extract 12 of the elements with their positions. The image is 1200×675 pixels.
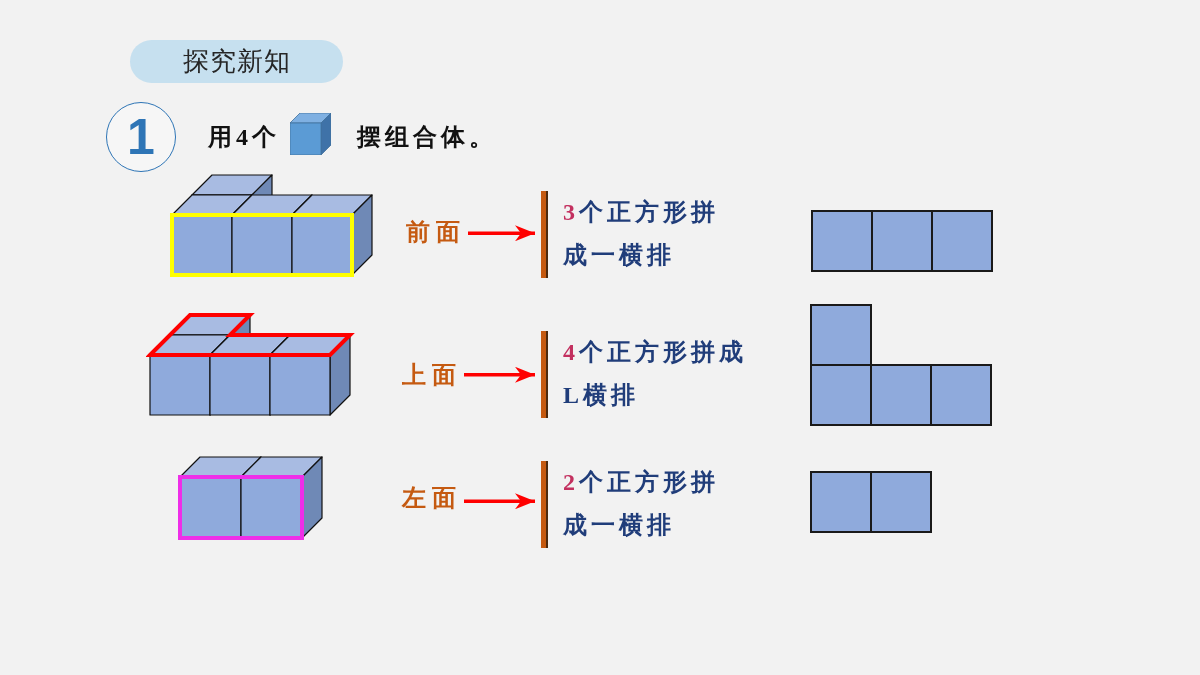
view-label: 前面 <box>406 214 466 250</box>
view-label: 左面 <box>402 480 462 516</box>
arrow <box>464 493 535 510</box>
bracketed-description: 2个正方形拼成一横排 <box>541 461 733 548</box>
section-pill: 探究新知 <box>130 40 343 83</box>
instruction-text: 摆组合体。 <box>357 123 497 152</box>
bracketed-description: 3个正方形拼成一横排 <box>541 191 733 278</box>
arrow <box>464 366 535 383</box>
arrow <box>468 225 535 242</box>
instruction-text: 用4个 <box>208 123 280 152</box>
bracketed-description: 4个正方形拼成L横排 <box>541 331 757 418</box>
view-label: 上面 <box>402 357 462 393</box>
